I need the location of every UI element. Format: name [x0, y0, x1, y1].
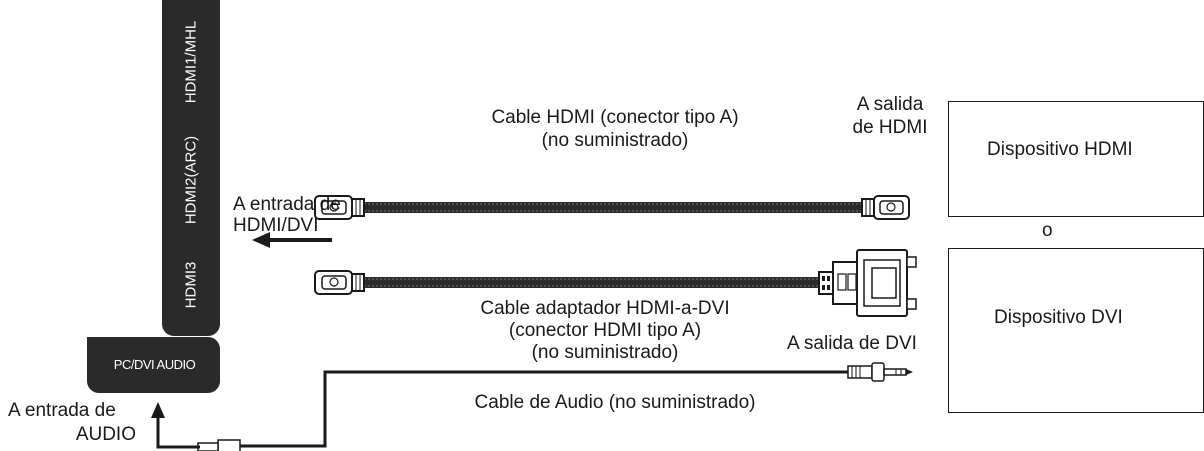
- adapter-cable-label-line3: (no suministrado): [531, 342, 679, 363]
- dvi-output-label: A salida de DVI: [787, 333, 917, 354]
- hdmi-plug-left-top: [314, 195, 365, 220]
- adapter-cable-label-line1: Cable adaptador HDMI-a-DVI: [480, 298, 730, 319]
- hdmi-input-label-line1: A entrada de: [233, 194, 341, 215]
- hdmi-plug-left-middle: [314, 270, 365, 295]
- tv-audio-panel: PC/DVI AUDIO: [87, 337, 220, 393]
- adapter-cable-label-line2: (conector HDMI tipo A): [508, 320, 702, 341]
- or-label: o: [1042, 220, 1053, 241]
- hdmi-cable-label-line1: Cable HDMI (conector tipo A): [491, 107, 739, 128]
- tv-hdmi-panel: HDMI1/MHL HDMI2(ARC) HDMI3: [162, 0, 220, 336]
- audio-cable-label: Cable de Audio (no suministrado): [474, 392, 756, 413]
- hdmi-input-label-line2: HDMI/DVI: [233, 215, 319, 236]
- hdmi-dvi-cable: [364, 277, 819, 288]
- audio-cable: [235, 370, 848, 448]
- audio-plug-left: [197, 439, 241, 451]
- hdmi-output-label-line1: A salida: [856, 94, 924, 115]
- audio-port-label: PC/DVI AUDIO: [113, 357, 196, 372]
- dvi-device-box: Dispositivo DVI: [948, 248, 1204, 413]
- hdmi-cable: [364, 202, 862, 213]
- dvi-device-label: Dispositivo DVI: [994, 307, 1123, 328]
- hdmi-plug-right-top: [861, 195, 910, 220]
- hdmi-output-label-line2: de HDMI: [852, 117, 928, 138]
- audio-input-arrow: [151, 402, 200, 449]
- audio-input-label-line1: A entrada de: [8, 400, 116, 421]
- dvi-plug: [818, 249, 917, 317]
- hdmi-cable-label-line2: (no suministrado): [541, 130, 689, 151]
- hdmi-input-arrow: [252, 232, 332, 248]
- audio-plug-right: [847, 362, 913, 382]
- hdmi-device-box: Dispositivo HDMI: [948, 101, 1204, 217]
- audio-input-label-line2: AUDIO: [75, 424, 136, 445]
- hdmi-device-label: Dispositivo HDMI: [987, 139, 1133, 160]
